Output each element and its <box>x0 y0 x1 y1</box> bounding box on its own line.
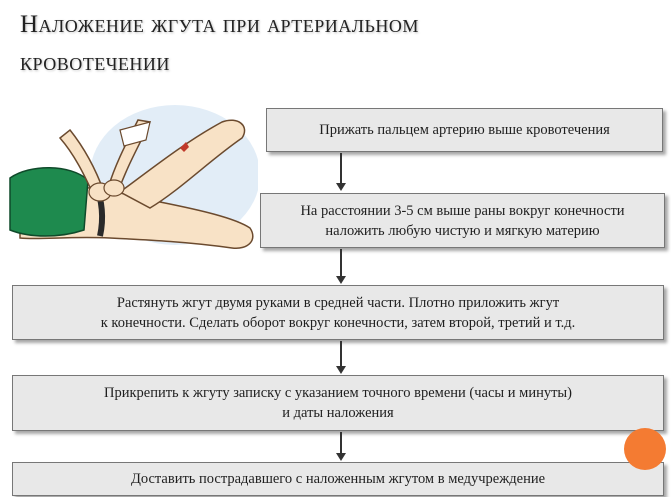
step-5-line-1: Доставить пострадавшего с наложенным жгу… <box>130 471 546 487</box>
tourniquet-illustration <box>9 105 258 249</box>
step-4-line-1: Прикрепить к жгуту записку с указанием т… <box>103 385 572 401</box>
step-3-line-1: Растянуть жгут двумя руками в средней ча… <box>116 294 560 311</box>
arrow-down-icon <box>336 153 346 191</box>
arrow-down-icon <box>336 432 346 461</box>
step-2-line-1: На расстоянии 3-5 см выше раны вокруг ко… <box>300 202 625 219</box>
step-3-box: Растянуть жгут двумя руками в средней ча… <box>12 285 664 340</box>
step-5-box: Доставить пострадавшего с наложенным жгу… <box>12 462 664 496</box>
page-title: Наложение жгута при артериальном кровоте… <box>20 6 660 82</box>
sleeve <box>119 121 151 147</box>
hand-right <box>103 179 125 197</box>
step-2-box: На расстоянии 3-5 см выше раны вокруг ко… <box>260 193 665 248</box>
title-line-2: кровотечении <box>20 49 170 76</box>
orange-circle-badge <box>624 428 666 470</box>
step-4-line-2: и даты наложения <box>282 405 394 421</box>
raised-limb <box>118 119 246 209</box>
arrow-down-icon <box>336 341 346 374</box>
step-2-line-2: наложить любую чистую и мягкую материю <box>325 222 600 239</box>
step-3-line-2: к конечности. Сделать оборот вокруг коне… <box>100 314 576 331</box>
arrow-down-icon <box>336 249 346 284</box>
title-line-1: Наложение жгута при артериальном <box>20 11 419 38</box>
wound-mark <box>180 142 189 152</box>
step-1-line-1: Прижать пальцем артерию выше кровотечени… <box>319 122 610 138</box>
step-1-box: Прижать пальцем артерию выше кровотечени… <box>266 108 663 152</box>
shorts-shape <box>9 167 89 237</box>
step-4-box: Прикрепить к жгуту записку с указанием т… <box>12 375 664 431</box>
